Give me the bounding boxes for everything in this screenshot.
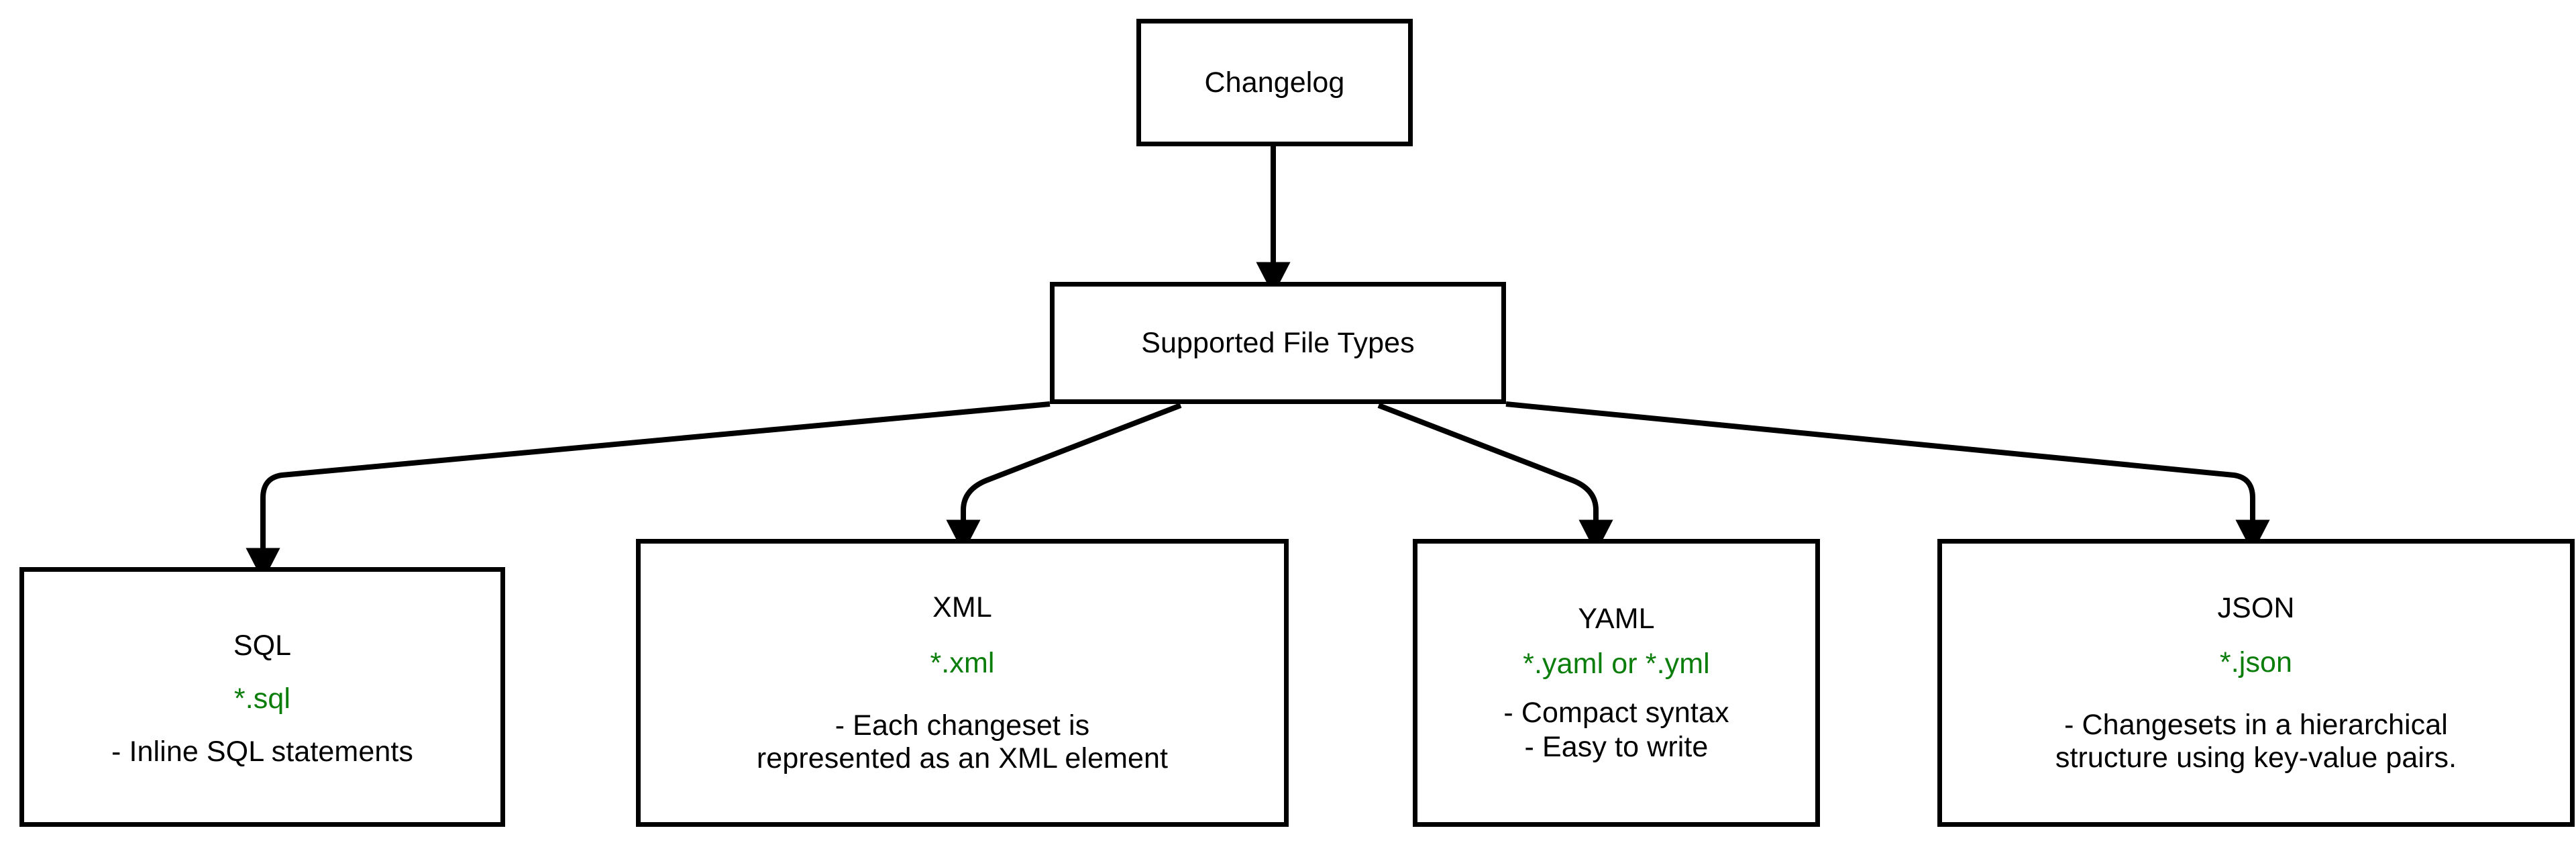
node-changelog-title: Changelog [1204,66,1345,99]
edge-supported-to-yaml [1377,403,1613,553]
node-sql[interactable]: SQL *.sql - Inline SQL statements [19,567,505,827]
edge-supported-to-sql [246,401,1051,581]
edge-supported-to-json [1505,401,2270,553]
node-yaml[interactable]: YAML *.yaml or *.yml - Compact syntax - … [1413,539,1820,827]
node-xml[interactable]: XML *.xml - Each changeset is represente… [636,539,1289,827]
node-supported-file-types-title: Supported File Types [1141,326,1415,359]
edge-supported-to-xml [946,403,1182,553]
node-supported-file-types[interactable]: Supported File Types [1050,282,1506,404]
node-yaml-title: YAML [1578,602,1655,635]
node-json-title: JSON [2217,591,2295,624]
node-json-detail-1: - Changesets in a hierarchical [2064,708,2448,741]
node-sql-detail-1: - Inline SQL statements [111,736,414,768]
node-json-extension: *.json [2219,646,2293,679]
node-yaml-detail-1: - Compact syntax [1503,696,1729,729]
node-changelog[interactable]: Changelog [1136,19,1413,146]
node-xml-title: XML [932,591,992,623]
node-xml-detail-1: - Each changeset is [835,709,1090,742]
node-xml-detail-2: represented as an XML element [756,742,1169,774]
node-yaml-detail-2: - Easy to write [1524,730,1709,763]
node-sql-extension: *.sql [233,683,291,715]
node-xml-extension: *.xml [930,646,995,679]
node-yaml-extension: *.yaml or *.yml [1523,647,1710,680]
node-json[interactable]: JSON *.json - Changesets in a hierarchic… [1937,539,2575,827]
node-sql-title: SQL [233,630,292,662]
node-json-detail-2: structure using key-value pairs. [2055,741,2457,774]
